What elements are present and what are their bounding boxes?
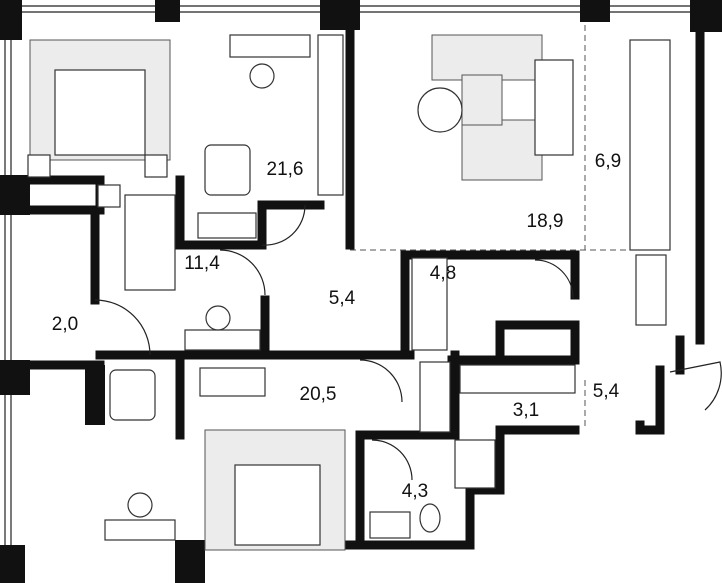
area-living-room: 18,9: [527, 211, 564, 232]
area-hall: 5,4: [593, 381, 620, 402]
area-storage: 2,0: [52, 314, 78, 335]
area-laundry: 3,1: [513, 400, 539, 421]
area-corridor: 5,4: [329, 288, 356, 309]
area-kitchen: 6,9: [595, 151, 621, 172]
doors: [94, 204, 722, 481]
zone-divider: [350, 25, 630, 430]
area-bedroom-1: 21,6: [267, 159, 304, 180]
area-wc: 4,3: [402, 481, 428, 502]
furniture: [27, 34, 671, 551]
area-bedroom-2: 20,5: [300, 384, 337, 405]
area-bathroom: 4,8: [430, 263, 456, 284]
area-kids-room: 11,4: [184, 253, 220, 274]
room-area-labels: 21,6 6,9 18,9 11,4 2,0 5,4 4,8 20,5 3,1 …: [52, 151, 621, 502]
